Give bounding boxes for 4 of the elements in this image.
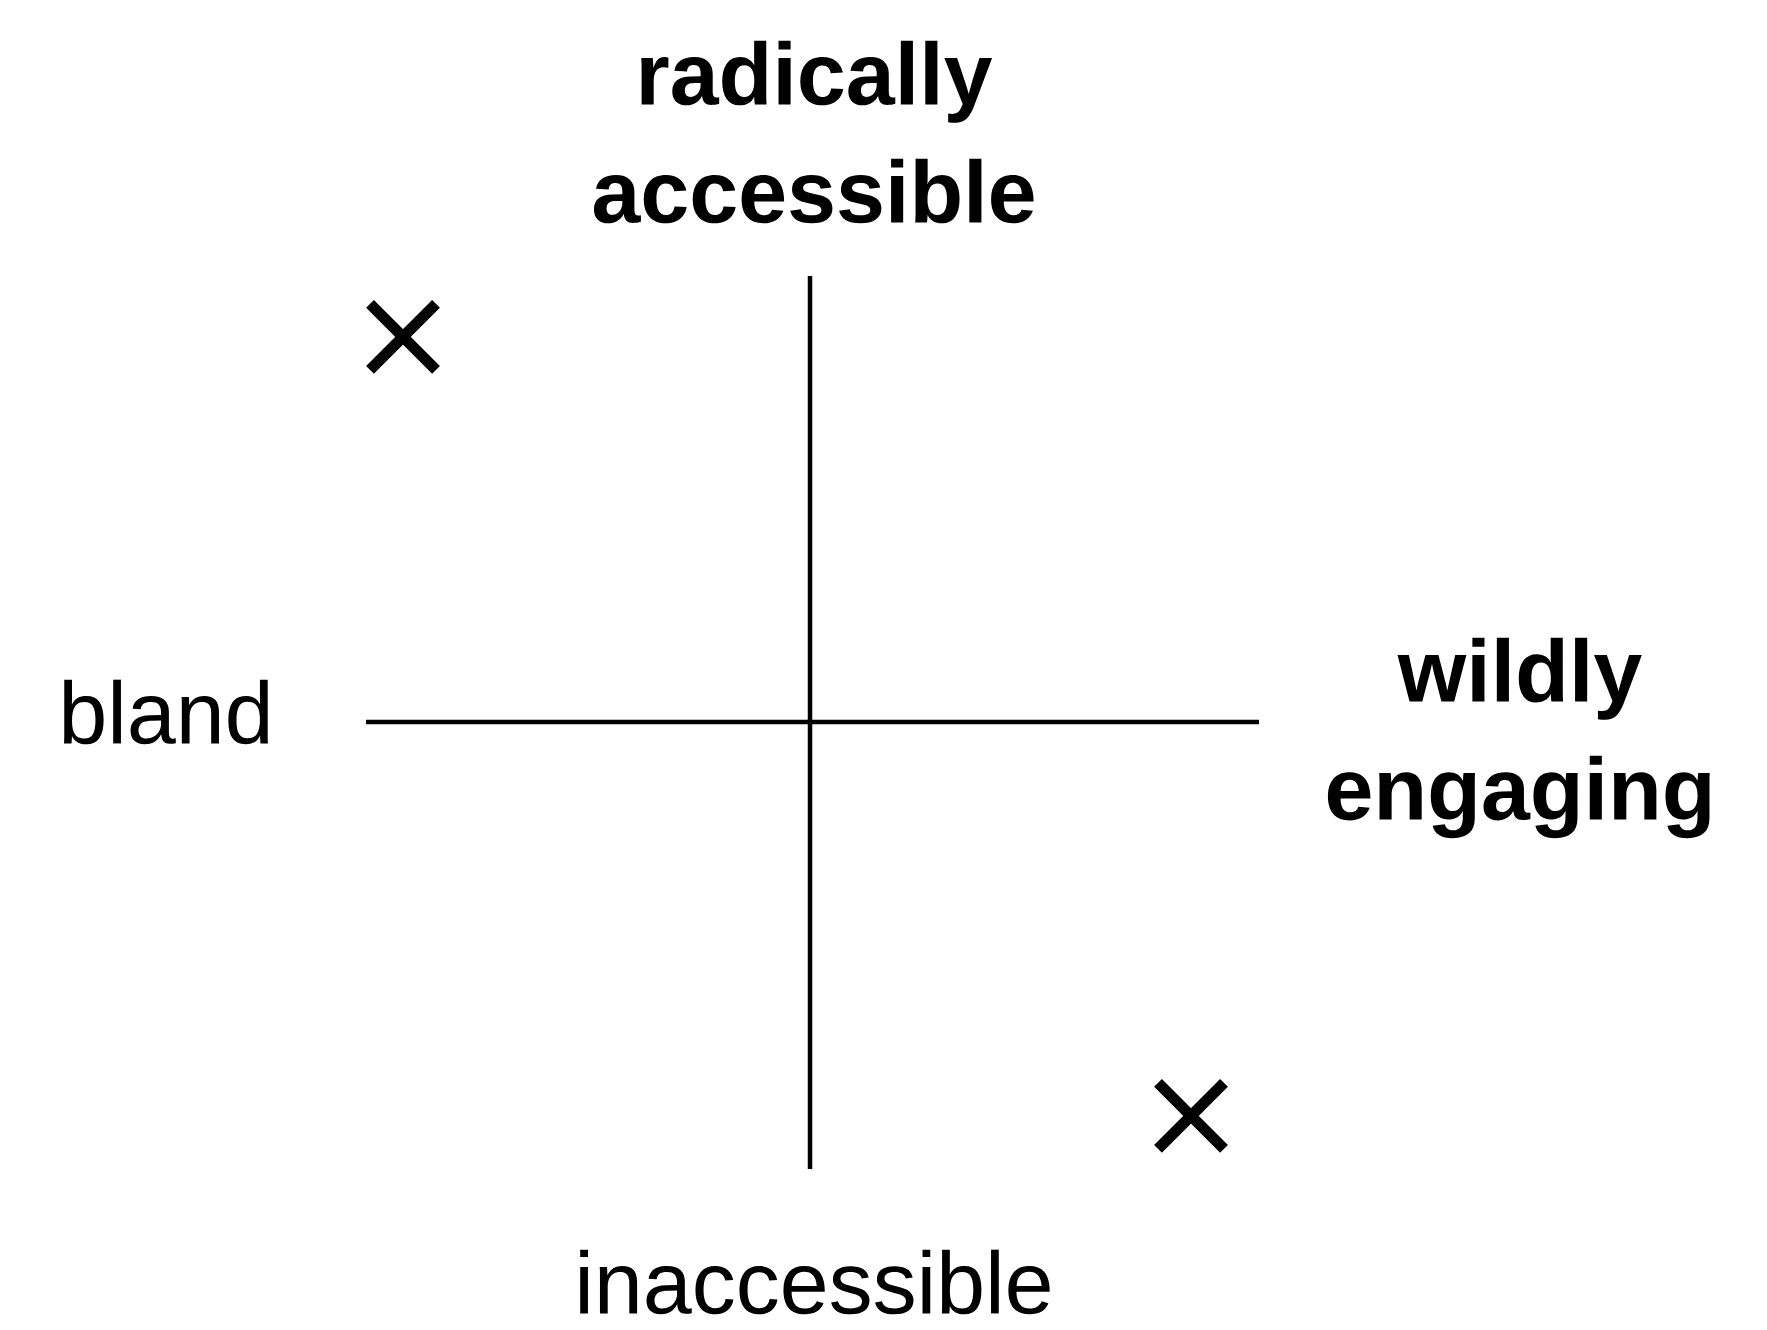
axis-label: bland [64,679,268,745]
axis-label: radically accessible [593,40,1034,224]
axis-label: wildly engaging [1327,637,1710,839]
axis-label: inaccessible [580,1249,1050,1315]
